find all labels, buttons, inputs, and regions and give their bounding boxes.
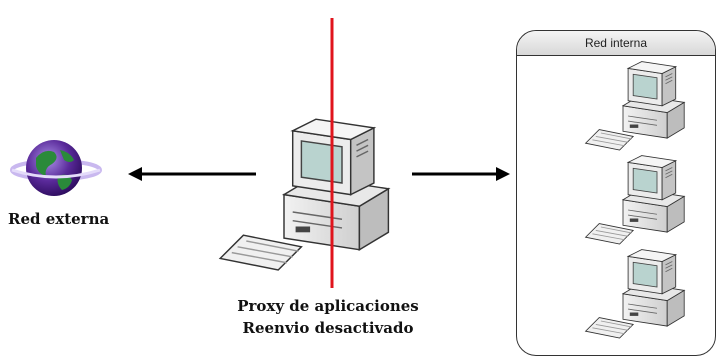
external-network-label: Red externa (8, 210, 110, 228)
proxy-computer-icon (219, 118, 390, 271)
proxy-caption-line1: Proxy de aplicaciones (237, 297, 419, 315)
internal-host-3-icon (585, 249, 685, 339)
proxy-caption-line2: Reenvio desactivado (242, 319, 414, 337)
internal-network-title: Red interna (517, 31, 715, 56)
arrow-to-internal (412, 167, 510, 181)
internal-network-group: Red interna (516, 30, 716, 356)
globe-icon (10, 140, 102, 196)
internal-host-1-icon (585, 61, 685, 151)
internal-host-2-icon (585, 155, 685, 245)
proxy-caption: Proxy de aplicaciones Reenvio desactivad… (208, 295, 448, 339)
arrow-to-external (128, 167, 256, 181)
internal-hosts (585, 61, 685, 339)
